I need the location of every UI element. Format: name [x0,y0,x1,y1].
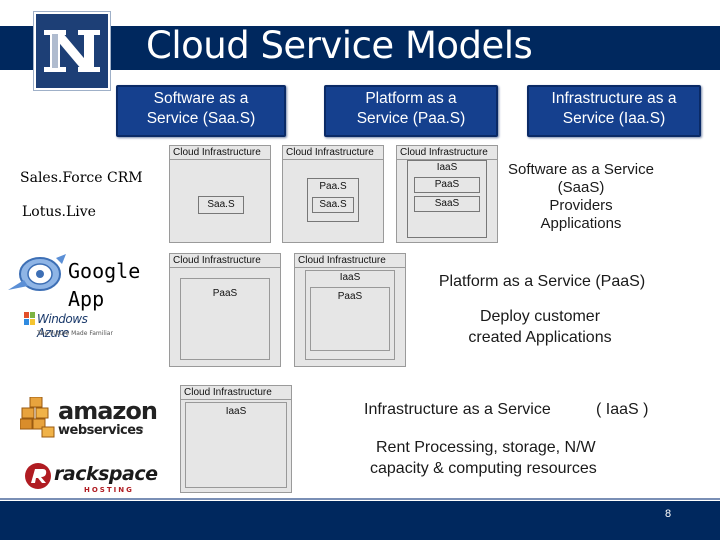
iaas-model-line1: Infrastructure as a [551,90,677,107]
cloud-infra-header: Cloud Infrastructure [181,386,291,400]
slide-title: Cloud Service Models [146,24,533,67]
rackspace-wordmark: rackspace [54,463,158,485]
amazon-web-services-logo: amazon webservices ™ [20,395,158,443]
paas-layer-label: PaaS [212,288,238,299]
cloud-infra-header: Cloud Infrastructure [170,146,270,160]
paas-desc-line2: Deploy customer [479,308,601,325]
windows-flag-icon [24,312,35,325]
iaas-layer: IaaS PaaS SaaS [407,160,487,238]
iaas-heading: Infrastructure as a Service [364,401,551,418]
paas-heading: Platform as a Service (PaaS) [438,273,646,290]
lotus-label: Lotus.Live [22,204,96,220]
iaas-desc-line3: capacity & computing resources [370,460,597,477]
paas-layer-label: Paa.S [319,181,347,192]
paas-sublayer: PaaS [310,287,390,351]
saas-model-line2: Service (Saa.S) [146,110,256,127]
azure-wordmark: Windows Azure [37,312,88,340]
paas-description: Deploy customer created Applications [440,306,640,348]
iaas-description: Rent Processing, storage, N/W capacity &… [370,437,650,479]
n-logo-icon [44,30,100,72]
salesforce-label: Sales.Force CRM [20,170,143,186]
paas-model-box: Platform as a Service (Paa.S) [324,85,498,137]
rackspace-emblem-icon [25,463,51,489]
paas-layer: PaaS [180,278,270,360]
iaas-stack-large: Cloud Infrastructure IaaS [180,385,292,493]
paas-model-line2: Service (Paa.S) [356,110,466,127]
rackspace-logo: rackspace HOSTING [24,459,158,499]
google-label-line1: Google [68,259,141,283]
webservices-wordmark: webservices [58,423,143,438]
iaas-paas-stack: Cloud Infrastructure IaaS PaaS [294,253,406,367]
iaas-layer-label: IaaS [339,272,361,283]
paas-stack: Cloud Infrastructure Paa.S Saa.S [282,145,384,243]
google-app-label: Google App [68,257,140,313]
footer-bar [0,501,720,540]
paas-desc-line3: created Applications [468,329,612,346]
saas-desc-line2: (SaaS) [557,179,605,196]
saas-model-line1: Software as a [153,90,249,107]
iaas-layer-label: IaaS [436,162,458,173]
iaas-model-line2: Service (Iaa.S) [562,110,666,127]
iaas-model-box: Infrastructure as a Service (Iaa.S) [527,85,701,137]
university-logo [34,12,110,90]
app-engine-icon [4,250,68,300]
azure-tagline: The Future Made Familiar [37,330,113,337]
saas-desc-line1: Software as a Service [508,161,654,178]
saas-desc-line4: Applications [540,215,622,232]
cloud-infra-header: Cloud Infrastructure [295,254,405,268]
cloud-infra-header: Cloud Infrastructure [283,146,383,160]
trademark-symbol: ™ [137,426,145,435]
saas-description: Software as a Service (SaaS) Providers A… [500,161,662,233]
cloud-infra-header: Cloud Infrastructure [170,254,280,268]
google-label-line2: App [68,287,105,311]
saas-sublayer: SaaS [414,196,480,212]
windows-azure-logo: Windows Azure The Future Made Familiar [24,312,120,344]
iaas-layer: IaaS [185,402,287,488]
hosting-wordmark: HOSTING [84,486,134,494]
paas-stack-large: Cloud Infrastructure PaaS [169,253,281,367]
title-bar [0,26,720,70]
iaas-layer-label: IaaS [225,406,247,417]
aws-boxes-icon [20,397,55,438]
paas-model-line1: Platform as a [365,90,457,107]
saas-stack: Cloud Infrastructure Saa.S [169,145,271,243]
page-number: 8 [665,508,672,520]
amazon-wordmark: amazon [58,397,158,425]
saas-layer: Saa.S [198,196,244,214]
iaas-stack: Cloud Infrastructure IaaS PaaS SaaS [396,145,498,243]
iaas-desc-line2: Rent Processing, storage, N/W [376,439,596,456]
saas-sublayer: Saa.S [312,197,354,213]
paas-layer: Paa.S Saa.S [307,178,359,222]
iaas-heading-abbr: ( IaaS ) [596,401,649,418]
saas-desc-line3: Providers [549,197,613,214]
footer-divider [0,498,720,500]
cloud-infra-header: Cloud Infrastructure [397,146,497,160]
saas-model-box: Software as a Service (Saa.S) [116,85,286,137]
paas-sublayer: PaaS [414,177,480,193]
iaas-layer: IaaS PaaS [305,270,395,360]
